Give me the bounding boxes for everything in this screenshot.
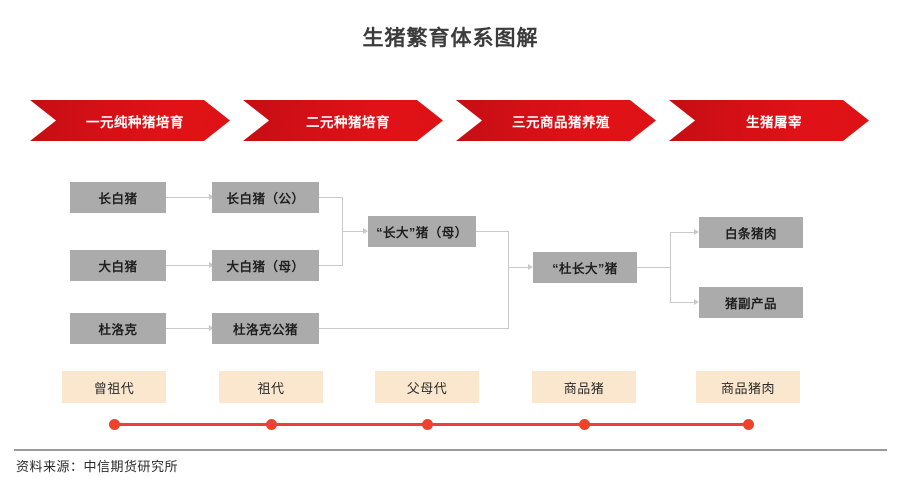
node-lw-sow-label: “长大”猪（母） — [376, 226, 468, 240]
stage-banner-2: 二元种猪培育 — [243, 100, 443, 141]
connector-landrace-to-boar — [166, 197, 210, 198]
node-yorkshire-sow-label: 大白猪（母） — [226, 260, 305, 274]
arrowhead-landrace-to-boar — [209, 194, 214, 200]
generation-box-4-label: 商品猪 — [563, 380, 605, 396]
stage-banner-4: 生猪屠宰 — [669, 100, 869, 141]
node-yorkshire: 大白猪 — [70, 250, 166, 281]
generation-box-2-label: 祖代 — [257, 380, 285, 396]
node-carcass-pork-label: 白条猪肉 — [724, 227, 777, 241]
arrowhead-duroc-to-boar — [209, 325, 214, 331]
node-duroc-label: 杜洛克 — [98, 323, 138, 337]
stage-banner-1: 一元纯种猪培育 — [30, 100, 230, 141]
node-duroc-boar: 杜洛克公猪 — [212, 313, 319, 344]
generation-box-1: 曾祖代 — [62, 371, 166, 403]
stage-banner-3-label: 三元商品猪养殖 — [512, 114, 610, 130]
node-landrace-boar-label: 长白猪（公） — [226, 192, 305, 206]
stage-banner-3: 三元商品猪养殖 — [456, 100, 656, 141]
node-by-products-label: 猪副产品 — [724, 297, 777, 311]
connector-durocboar-up — [508, 267, 509, 328]
source-note: 资料来源：中信期货研究所 — [16, 459, 179, 474]
timeline-dot-2 — [266, 419, 277, 430]
node-dlw: “杜长大”猪 — [533, 252, 637, 283]
timeline-dot-5 — [743, 419, 754, 430]
node-dlw-label: “杜长大”猪 — [552, 262, 618, 276]
stage-banner-4-label: 生猪屠宰 — [746, 114, 802, 130]
generation-box-3-label: 父母代 — [406, 380, 448, 396]
generation-box-4: 商品猪 — [532, 371, 636, 403]
generation-box-1-label: 曾祖代 — [93, 380, 135, 396]
arrowhead-junction-to-dlw — [528, 264, 533, 270]
connector-boar-right-stub — [319, 197, 342, 198]
node-lw-sow: “长大”猪（母） — [368, 216, 476, 247]
generation-box-5-label: 商品猪肉 — [720, 380, 775, 396]
timeline-dot-4 — [579, 419, 590, 430]
node-yorkshire-label: 大白猪 — [98, 260, 138, 274]
arrowhead-yorkshire-to-sow — [209, 262, 214, 268]
connector-sow-right-stub — [319, 265, 342, 266]
arrowhead-split-to-byproducts — [694, 299, 699, 305]
node-landrace: 长白猪 — [70, 182, 166, 213]
generation-box-2: 祖代 — [219, 371, 323, 403]
connector-junction-to-dlw — [508, 267, 529, 268]
connector-durocboar-right — [319, 328, 509, 329]
node-duroc: 杜洛克 — [70, 313, 166, 344]
generation-box-5: 商品猪肉 — [696, 371, 800, 403]
arrowhead-merge-to-lwsow — [363, 228, 368, 234]
connector-lwsow-right-stub — [476, 231, 508, 232]
connector-duroc-to-boar — [166, 328, 210, 329]
connector-dlw-right-stub — [637, 267, 670, 268]
node-yorkshire-sow: 大白猪（母） — [212, 250, 319, 281]
stage-banner-2-label: 二元种猪培育 — [306, 114, 390, 130]
node-landrace-label: 长白猪 — [98, 192, 138, 206]
connector-lwsow-down — [508, 231, 509, 267]
timeline-dot-3 — [422, 419, 433, 430]
stage-banner-1-label: 一元纯种猪培育 — [86, 114, 184, 130]
footer-divider — [14, 449, 887, 451]
connector-merge-to-lwsow — [342, 231, 364, 232]
generation-box-3: 父母代 — [375, 371, 479, 403]
timeline-dot-1 — [109, 419, 120, 430]
node-duroc-boar-label: 杜洛克公猪 — [232, 323, 298, 337]
connector-split-to-carcass — [670, 232, 695, 233]
arrowhead-split-to-carcass — [694, 229, 699, 235]
node-landrace-boar: 长白猪（公） — [212, 182, 319, 213]
node-carcass-pork: 白条猪肉 — [699, 217, 803, 248]
page-title: 生猪繁育体系图解 — [362, 27, 539, 50]
connector-yorkshire-to-sow — [166, 265, 210, 266]
connector-split-vertical — [670, 232, 671, 302]
node-by-products: 猪副产品 — [699, 287, 803, 318]
connector-split-to-byproducts — [670, 302, 695, 303]
